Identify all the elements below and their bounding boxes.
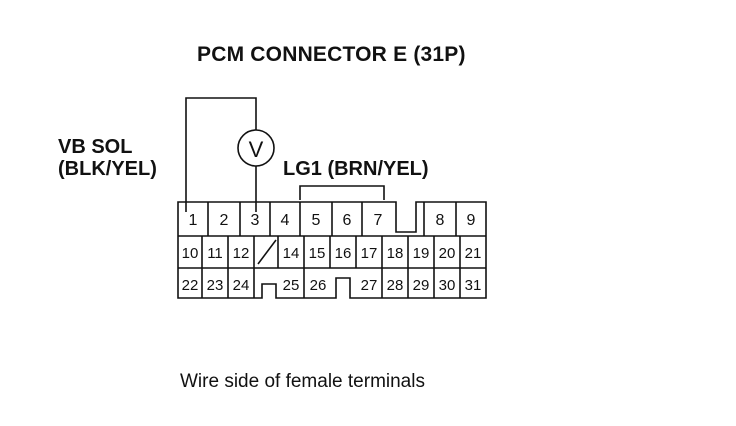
terminal-row-2: 10 11 12 14 15 16 17 18 19 20 21 <box>182 245 482 262</box>
connector-outline <box>177 201 487 299</box>
probe-wire-pin1 <box>185 97 257 212</box>
terminal-1: 1 <box>189 212 198 229</box>
terminal-4: 4 <box>281 212 290 229</box>
vb-sol-label-line1: VB SOL <box>58 136 133 158</box>
terminal-27: 27 <box>361 277 378 294</box>
terminal-3: 3 <box>251 212 260 229</box>
blank-cavity-slash <box>257 239 277 265</box>
terminal-31: 31 <box>465 277 482 294</box>
terminal-19: 19 <box>413 245 430 262</box>
vb-sol-label-line2: (BLK/YEL) <box>58 158 157 180</box>
voltmeter-symbol: V <box>249 137 264 162</box>
terminal-21: 21 <box>465 245 482 262</box>
terminal-2: 2 <box>220 212 229 229</box>
terminal-6: 6 <box>343 212 352 229</box>
connector-body <box>177 201 487 299</box>
terminal-24: 24 <box>233 277 250 294</box>
terminal-10: 10 <box>182 245 199 262</box>
diagram-caption: Wire side of female terminals <box>180 371 425 392</box>
terminal-14: 14 <box>283 245 300 262</box>
lg1-wire-label: LG1 (BRN/YEL) <box>283 158 429 180</box>
terminal-30: 30 <box>439 277 456 294</box>
terminal-25: 25 <box>283 277 300 294</box>
terminal-16: 16 <box>335 245 352 262</box>
terminal-17: 17 <box>361 245 378 262</box>
terminal-8: 8 <box>436 212 445 229</box>
terminal-5: 5 <box>312 212 321 229</box>
voltmeter-circuit <box>185 97 385 212</box>
terminal-29: 29 <box>413 277 430 294</box>
terminal-7: 7 <box>374 212 383 229</box>
terminal-row-1: 1 2 3 4 5 6 7 8 9 <box>189 212 476 229</box>
terminal-row-3: 22 23 24 25 26 27 28 29 30 31 <box>182 277 482 294</box>
voltmeter-icon <box>237 129 275 167</box>
lg1-bracket <box>299 185 385 200</box>
terminal-23: 23 <box>207 277 224 294</box>
terminal-15: 15 <box>309 245 326 262</box>
terminal-11: 11 <box>207 245 223 262</box>
vb-sol-label: VB SOL (BLK/YEL) <box>58 136 157 180</box>
terminal-26: 26 <box>310 277 327 294</box>
diagram-title: PCM CONNECTOR E (31P) <box>197 43 466 66</box>
terminal-28: 28 <box>387 277 404 294</box>
terminal-9: 9 <box>467 212 476 229</box>
terminal-18: 18 <box>387 245 404 262</box>
terminal-12: 12 <box>233 245 250 262</box>
terminal-20: 20 <box>439 245 456 262</box>
terminal-22: 22 <box>182 277 199 294</box>
